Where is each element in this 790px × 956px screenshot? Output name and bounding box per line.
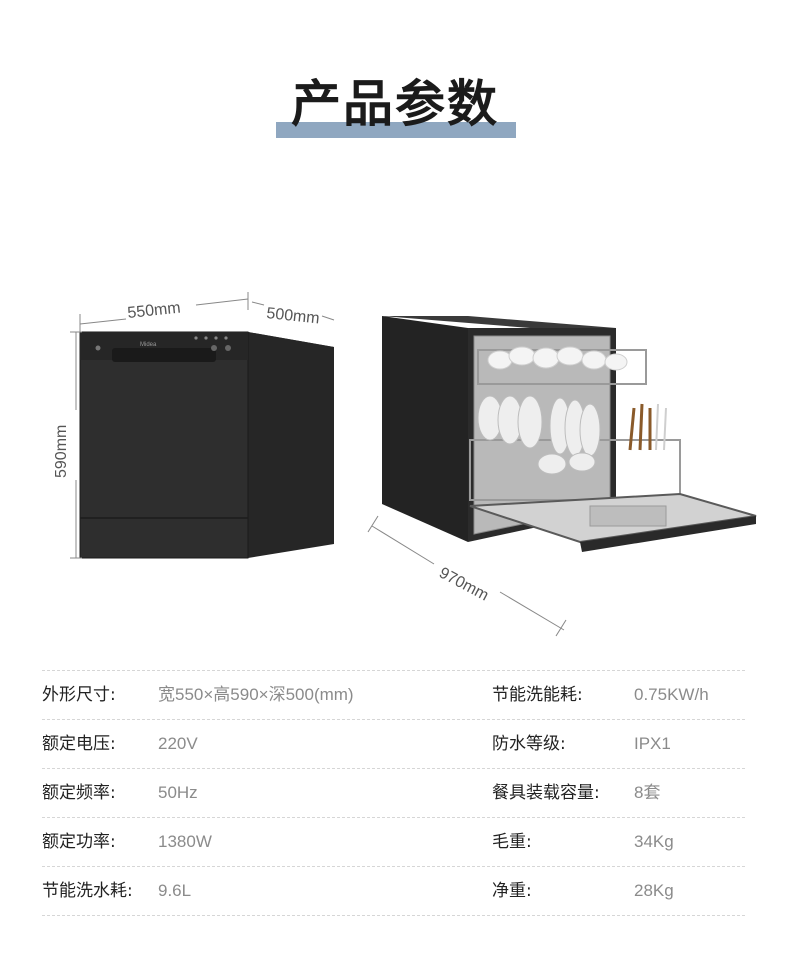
spec-row: 节能洗水耗: 9.6L 净重: 28Kg [42,867,745,916]
spec-value: 9.6L [158,881,192,900]
spec-label: 餐具装载容量: [492,783,600,803]
depth-dimension-label: 500mm [266,305,321,327]
spec-value: 0.75KW/h [634,685,709,704]
spec-value: 34Kg [634,832,674,851]
brand-mark: Midea [140,342,157,348]
spec-value: 8套 [634,783,661,802]
open-depth-dimension [367,515,567,637]
spec-label: 防水等级: [492,734,566,754]
spec-label: 节能洗水耗: [42,881,133,901]
spec-row: 额定功率: 1380W 毛重: 34Kg [42,818,745,867]
spec-label: 毛重: [492,832,532,852]
spec-row: 外形尺寸: 宽550×高590×深500(mm) 节能洗能耗: 0.75KW/h [42,670,745,720]
spec-value: 宽550×高590×深500(mm) [158,685,354,704]
width-dimension-label: 550mm [127,299,182,321]
title-underline-bar [276,122,516,138]
height-dimension [70,331,82,559]
page-title: 产品参数 [291,75,499,133]
spec-label: 净重: [492,881,532,901]
spec-value: 220V [158,734,198,753]
dishwasher-diagram: Midea 550mm 500mm 590mm [53,292,757,637]
depth-dimension [251,301,335,321]
spec-label: 节能洗能耗: [492,685,583,705]
spec-value: IPX1 [634,734,671,753]
spec-row: 额定电压: 220V 防水等级: IPX1 [42,720,745,769]
spec-row: 额定频率: 50Hz 餐具装载容量: 8套 [42,769,745,818]
width-dimension [79,292,249,332]
open-dishwasher [382,316,757,552]
spec-value: 50Hz [158,783,198,802]
spec-value: 28Kg [634,881,674,900]
open-depth-dimension-label: 970mm [436,565,491,605]
spec-label: 额定频率: [42,783,116,803]
spec-table: 外形尺寸: 宽550×高590×深500(mm) 节能洗能耗: 0.75KW/h… [42,670,745,916]
closed-dishwasher [79,331,334,559]
title-section: 产品参数 [0,70,790,150]
spec-label: 外形尺寸: [42,685,116,705]
height-dimension-label: 590mm [53,425,70,478]
spec-label: 额定功率: [42,832,116,852]
spec-label: 额定电压: [42,734,116,754]
spec-value: 1380W [158,832,212,851]
product-illustration: Midea 550mm 500mm 590mm [0,280,790,660]
